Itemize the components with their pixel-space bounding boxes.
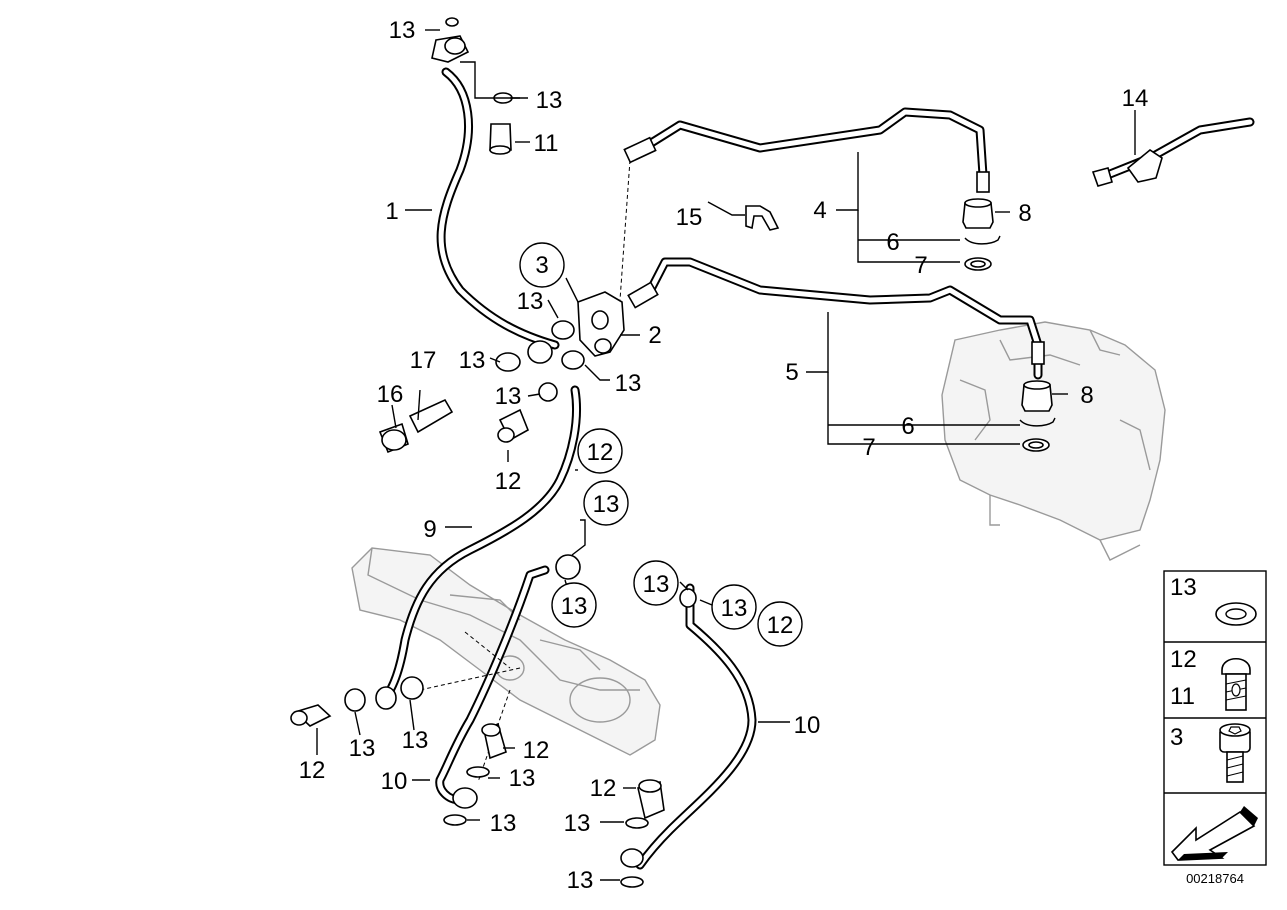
legend-label-12: 12 bbox=[1170, 646, 1197, 673]
callout-13: 13 bbox=[459, 347, 486, 374]
callout-13: 13 bbox=[536, 87, 563, 114]
sleeve-8 bbox=[962, 198, 1053, 412]
callout-13: 13 bbox=[509, 765, 536, 792]
callout-10: 10 bbox=[794, 712, 821, 739]
sensor-cable-14 bbox=[1091, 117, 1255, 187]
callout-14: 14 bbox=[1122, 85, 1149, 112]
callout-11: 11 bbox=[534, 130, 559, 157]
callout-13: 13 bbox=[567, 867, 594, 894]
distributor-block-2 bbox=[577, 291, 625, 357]
circled-callouts bbox=[519, 242, 803, 647]
brake-hose-9 bbox=[378, 385, 582, 705]
callout-15: 15 bbox=[676, 204, 703, 231]
arrow-icon bbox=[1170, 806, 1258, 861]
callout-13: 13 bbox=[402, 727, 429, 754]
banjo-bolt-icon bbox=[1221, 657, 1251, 711]
callout-13: 13 bbox=[349, 735, 376, 762]
callout-9: 9 bbox=[423, 516, 436, 543]
callout-2: 2 bbox=[648, 322, 661, 349]
callout-12: 12 bbox=[299, 757, 326, 784]
ring-7 bbox=[964, 257, 1050, 452]
holder-15 bbox=[745, 205, 780, 231]
leader-lines bbox=[316, 29, 1136, 881]
legend-label-13: 13 bbox=[1170, 574, 1197, 601]
banjo-bolts bbox=[290, 123, 665, 820]
legend-label-11: 11 bbox=[1170, 683, 1195, 710]
callout-8: 8 bbox=[1080, 382, 1093, 409]
clip-6 bbox=[964, 235, 1056, 427]
diagram-number: 00218764 bbox=[1186, 871, 1244, 886]
callout-12: 12 bbox=[523, 737, 550, 764]
callout-13: 13 bbox=[389, 17, 416, 44]
seal-ring-icon bbox=[1215, 602, 1257, 626]
callout-6: 6 bbox=[886, 229, 899, 256]
brake-hose-10-left bbox=[435, 565, 550, 805]
callout-13: 13 bbox=[517, 288, 544, 315]
callout-13: 13 bbox=[564, 810, 591, 837]
callout-13: 13 bbox=[593, 491, 620, 518]
brake-line-4 bbox=[635, 107, 988, 180]
callout-7: 7 bbox=[914, 252, 927, 279]
callout-1: 1 bbox=[385, 198, 398, 225]
brake-line-fittings bbox=[431, 17, 1045, 365]
callout-13: 13 bbox=[495, 383, 522, 410]
legend-label-3: 3 bbox=[1170, 724, 1183, 751]
callout-13: 13 bbox=[561, 593, 588, 620]
brake-hose-10-right bbox=[635, 583, 757, 870]
callout-12: 12 bbox=[495, 468, 522, 495]
brake-hose-1 bbox=[436, 67, 560, 350]
callout-12: 12 bbox=[587, 439, 614, 466]
callout-13: 13 bbox=[721, 595, 748, 622]
brake-line-5 bbox=[643, 257, 1043, 380]
callout-12: 12 bbox=[767, 612, 794, 639]
legend-panel: 13 12 11 3 bbox=[1163, 570, 1267, 866]
callout-3: 3 bbox=[535, 252, 548, 279]
callout-16: 16 bbox=[377, 381, 404, 408]
callout-12: 12 bbox=[590, 775, 617, 802]
callout-7: 7 bbox=[862, 434, 875, 461]
callout-5: 5 bbox=[785, 359, 798, 386]
socket-screw-icon bbox=[1219, 723, 1251, 783]
seal-rings-13 bbox=[344, 92, 697, 888]
fork-bridge-ghost bbox=[351, 547, 661, 756]
callout-13: 13 bbox=[490, 810, 517, 837]
callout-13: 13 bbox=[643, 571, 670, 598]
abs-unit-ghost bbox=[941, 321, 1166, 561]
callout-4: 4 bbox=[813, 197, 826, 224]
callout-labels: 13 13 11 1 3 13 2 17 13 13 16 13 12 12 1… bbox=[299, 17, 1149, 894]
callout-13: 13 bbox=[615, 370, 642, 397]
callout-10: 10 bbox=[381, 768, 408, 795]
callout-6: 6 bbox=[901, 413, 914, 440]
callout-8: 8 bbox=[1018, 200, 1031, 227]
callout-17: 17 bbox=[410, 347, 437, 374]
